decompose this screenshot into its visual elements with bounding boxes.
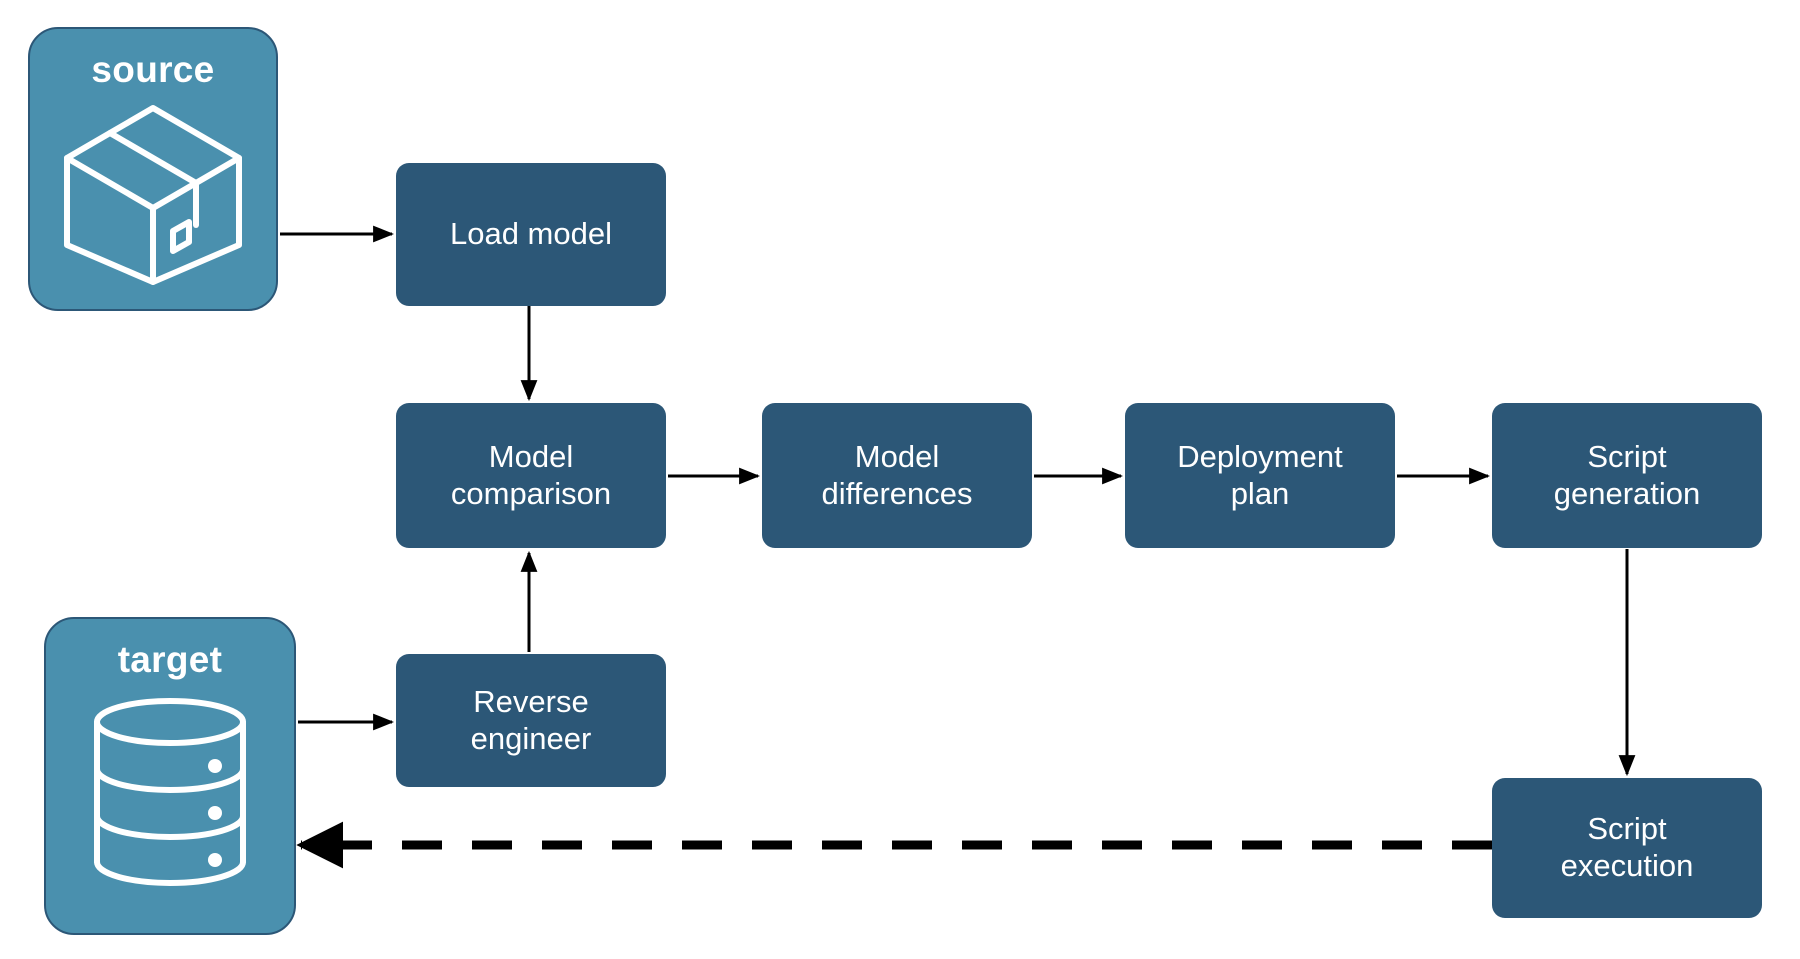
package-box-icon [61, 102, 245, 293]
node-script-execution[interactable]: Script execution [1492, 778, 1762, 918]
database-cylinder-icon [91, 696, 249, 893]
endpoint-target[interactable]: target [44, 617, 296, 935]
node-script-execution-label: Script execution [1560, 811, 1694, 883]
node-model-comparison-label: Model comparison [450, 438, 612, 511]
node-script-generation[interactable]: Script generation [1492, 403, 1762, 548]
endpoint-source-label: source [91, 49, 215, 90]
endpoint-source[interactable]: source [28, 27, 278, 311]
node-deployment-plan-label: Deployment plan [1177, 438, 1343, 511]
node-reverse-engineer[interactable]: Reverse engineer [396, 654, 666, 787]
node-load-model-label: Load model [449, 216, 612, 252]
node-reverse-engineer-label: Reverse engineer [470, 683, 592, 756]
endpoint-target-label: target [117, 639, 223, 680]
node-load-model[interactable]: Load model [396, 163, 666, 306]
node-model-differences[interactable]: Model differences [762, 403, 1032, 548]
node-deployment-plan[interactable]: Deployment plan [1125, 403, 1395, 548]
node-model-comparison[interactable]: Model comparison [396, 403, 666, 548]
node-script-generation-label: Script generation [1553, 438, 1701, 511]
node-model-differences-label: Model differences [821, 438, 973, 511]
